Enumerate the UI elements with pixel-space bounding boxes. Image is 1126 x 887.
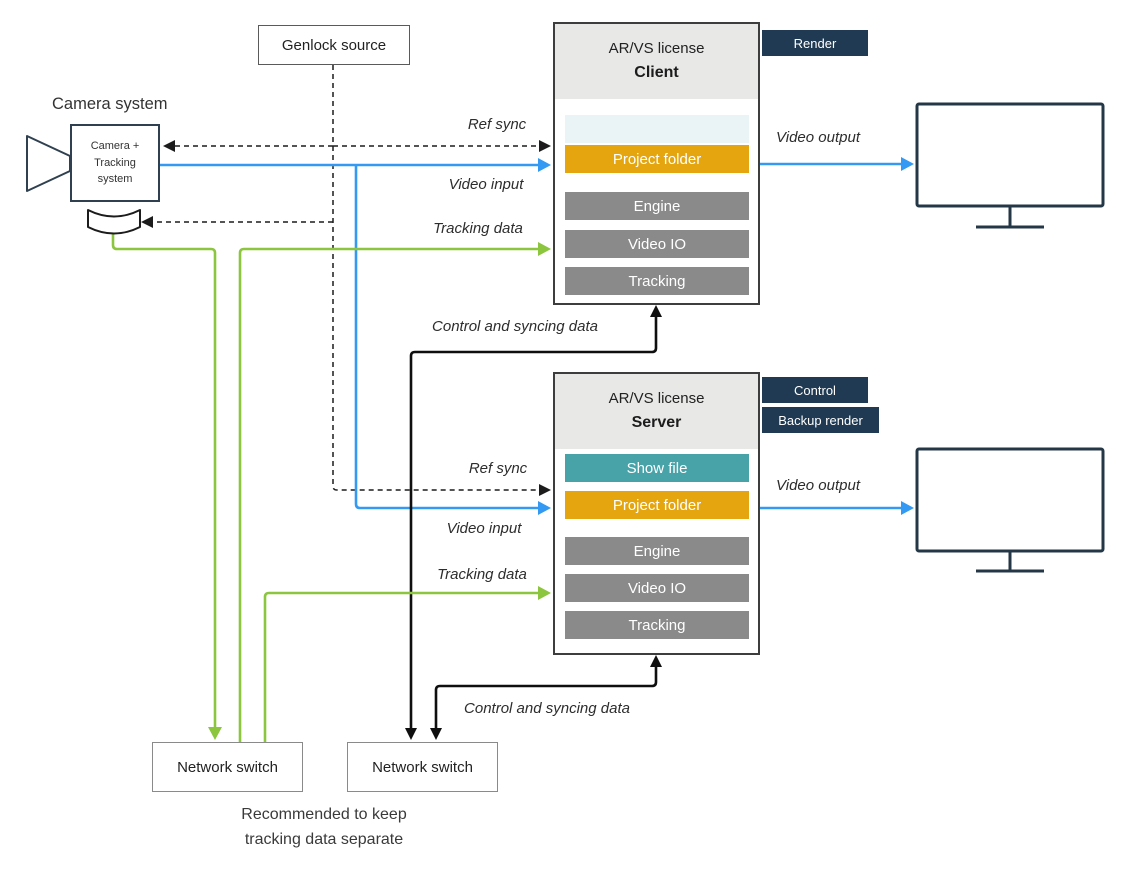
label-server-tracking-data: Tracking data bbox=[437, 566, 527, 583]
ref-sync-arrowheads bbox=[141, 140, 551, 496]
client-empty-slot bbox=[565, 115, 749, 143]
arrowhead-tracking-server bbox=[538, 586, 551, 600]
server-license-box: AR/VS license Server Show file Project f… bbox=[553, 372, 760, 655]
camera-unit-label-line3: system bbox=[97, 173, 133, 186]
video-lines bbox=[160, 162, 901, 510]
arrowhead-ref-sync-lens bbox=[141, 216, 153, 228]
label-server-video-output: Video output bbox=[776, 477, 860, 494]
server-role-label: Server bbox=[631, 413, 682, 431]
label-client-video-output: Video output bbox=[776, 129, 860, 146]
client-video-io-bar: Video IO bbox=[565, 230, 749, 258]
monitor1-screen bbox=[915, 102, 1105, 208]
client-license-box: AR/VS license Client Project folder Engi… bbox=[553, 22, 760, 305]
video-input-line-server bbox=[354, 166, 538, 510]
label-server-video-input: Video input bbox=[446, 520, 522, 537]
network-switch-right: Network switch bbox=[347, 742, 498, 792]
monitor-server bbox=[915, 447, 1105, 573]
camera-system-title: Camera system bbox=[52, 95, 168, 113]
network-switch-right-label: Network switch bbox=[372, 758, 473, 776]
camera-unit-label-line2: Tracking bbox=[94, 156, 136, 169]
label-client-video-input: Video input bbox=[448, 176, 524, 193]
tracking-line-switch-to-client bbox=[238, 247, 538, 742]
tracking-note-line1: Recommended to keep bbox=[241, 806, 407, 823]
arrowhead-tracking-switch bbox=[208, 727, 222, 740]
arrowhead-video-input-server bbox=[538, 501, 551, 515]
server-backup-render-badge: Backup render bbox=[762, 407, 879, 433]
tracking-lines bbox=[111, 233, 538, 742]
label-client-tracking-data: Tracking data bbox=[433, 220, 523, 237]
tracking-note-line2: tracking data separate bbox=[244, 830, 404, 848]
server-license-label: AR/VS license bbox=[608, 390, 705, 408]
genlock-source-label: Genlock source bbox=[281, 36, 387, 54]
server-engine-bar: Engine bbox=[565, 537, 749, 565]
arrowhead-video-input-client bbox=[538, 158, 551, 172]
network-switch-left: Network switch bbox=[152, 742, 303, 792]
control-lines bbox=[409, 316, 658, 728]
server-control-badge: Control bbox=[762, 377, 868, 403]
video-arrowheads bbox=[538, 157, 914, 515]
control-line-server bbox=[434, 666, 658, 728]
arrowhead-control-server-up bbox=[650, 655, 662, 667]
arrowhead-video-output-monitor1 bbox=[901, 157, 914, 171]
monitor-client bbox=[915, 102, 1105, 229]
client-render-badge: Render bbox=[762, 30, 868, 56]
genlock-source-box: Genlock source bbox=[258, 25, 410, 65]
client-header: AR/VS license Client bbox=[555, 24, 758, 99]
camera-tracking-unit: Camera + Tracking system bbox=[70, 124, 160, 202]
label-server-control: Control and syncing data bbox=[464, 700, 630, 717]
tracking-arrowheads bbox=[208, 242, 551, 740]
arrowhead-video-output-monitor2 bbox=[901, 501, 914, 515]
control-arrowheads bbox=[405, 305, 662, 740]
server-project-folder-bar: Project folder bbox=[565, 491, 749, 519]
tracking-line-camera-to-switch bbox=[111, 233, 217, 727]
client-role-label: Client bbox=[634, 63, 679, 81]
label-client-ref-sync: Ref sync bbox=[467, 116, 527, 133]
control-line-client bbox=[409, 316, 658, 728]
client-license-label: AR/VS license bbox=[608, 40, 705, 58]
monitor2-screen bbox=[915, 447, 1105, 553]
server-video-io-bar: Video IO bbox=[565, 574, 749, 602]
client-tracking-bar: Tracking bbox=[565, 267, 749, 295]
server-header: AR/VS license Server bbox=[555, 374, 758, 449]
tracking-line-switch-to-server bbox=[263, 591, 538, 742]
arrowhead-control-client-up bbox=[650, 305, 662, 317]
tracking-note: Recommended to keep tracking data separa… bbox=[241, 803, 406, 853]
label-client-control: Control and syncing data bbox=[432, 318, 598, 335]
arrowhead-ref-sync-client bbox=[539, 140, 551, 152]
camera-sensor-icon bbox=[87, 209, 141, 235]
arrowhead-control-switch-2 bbox=[430, 728, 442, 740]
camera-icon-parts bbox=[26, 135, 141, 235]
client-engine-bar: Engine bbox=[565, 192, 749, 220]
server-show-file-bar: Show file bbox=[565, 454, 749, 482]
camera-unit-label: Camera + Tracking system bbox=[91, 138, 140, 188]
arrowhead-ref-sync-camera bbox=[163, 140, 175, 152]
arrowhead-ref-sync-server bbox=[539, 484, 551, 496]
server-tracking-bar: Tracking bbox=[565, 611, 749, 639]
ref-sync-line-to-server bbox=[332, 65, 539, 491]
client-project-folder-bar: Project folder bbox=[565, 145, 749, 173]
arrowhead-tracking-client bbox=[538, 242, 551, 256]
label-server-ref-sync: Ref sync bbox=[468, 460, 528, 477]
camera-unit-label-line1: Camera + bbox=[90, 140, 140, 153]
network-switch-left-label: Network switch bbox=[177, 758, 278, 776]
arrowhead-control-switch-1 bbox=[405, 728, 417, 740]
ref-sync-lines bbox=[153, 65, 539, 491]
camera-lens-icon bbox=[26, 135, 71, 192]
